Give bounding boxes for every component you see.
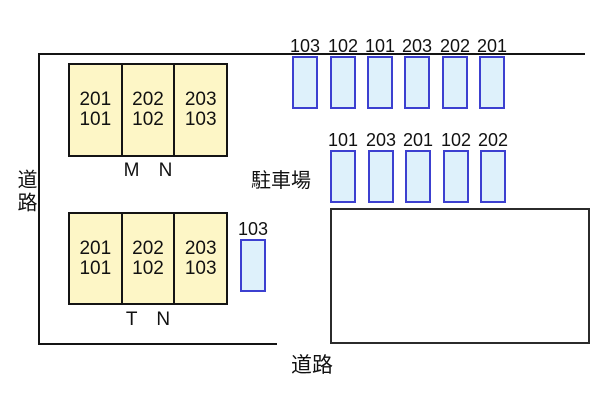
parking-stall: 201 xyxy=(403,131,433,203)
parking-stall-number: 201 xyxy=(402,130,434,150)
building-unit: 203 103 xyxy=(175,214,226,303)
building-unit: 201 101 xyxy=(70,65,123,155)
parking-lot-label: 駐車場 xyxy=(251,170,311,192)
building-unit: 202 102 xyxy=(123,214,176,303)
parking-stall-number: 103 xyxy=(237,219,269,239)
boundary-line-top xyxy=(38,53,585,55)
parking-stall-number: 101 xyxy=(327,130,359,150)
parking-stall: 102 xyxy=(441,131,471,203)
unit-number-lower: 102 xyxy=(132,109,164,130)
building-unit: 202 102 xyxy=(123,65,176,155)
parking-stall-number: 103 xyxy=(289,36,321,56)
parking-stall-number: 202 xyxy=(439,36,471,56)
road-label-left: 道路 xyxy=(14,169,36,215)
building-mn-name: M N xyxy=(123,160,173,181)
parking-stall: 203 xyxy=(366,131,396,203)
parking-stall-number: 201 xyxy=(476,36,508,56)
unlabeled-block xyxy=(330,208,590,344)
parking-stall: 101 xyxy=(328,131,358,203)
unit-number-upper: 203 xyxy=(184,237,217,259)
unit-number-upper: 201 xyxy=(79,89,112,110)
parking-stall: 201 xyxy=(477,37,507,109)
building-unit: 201 101 xyxy=(70,214,123,303)
building-tn: 201 101 202 102 203 103 xyxy=(68,212,228,305)
parking-stall: 203 xyxy=(402,37,432,109)
parking-stall-number: 101 xyxy=(364,36,396,56)
parking-stall-number: 203 xyxy=(401,36,433,56)
parking-stall-number: 102 xyxy=(327,36,359,56)
building-mn: 201 101 202 102 203 103 xyxy=(68,63,228,157)
boundary-line-bottom xyxy=(38,343,277,345)
unit-number-upper: 203 xyxy=(184,89,217,110)
building-tn-name: T N xyxy=(125,309,171,330)
parking-stall: 101 xyxy=(365,37,395,109)
unit-number-upper: 202 xyxy=(132,89,164,110)
unit-number-lower: 102 xyxy=(132,257,164,279)
parking-stall-number: 202 xyxy=(477,130,509,150)
road-label-bottom: 道路 xyxy=(291,354,333,377)
parking-stall: 103 xyxy=(238,220,268,292)
unit-number-lower: 101 xyxy=(79,109,112,130)
parking-stall: 202 xyxy=(440,37,470,109)
unit-number-upper: 202 xyxy=(132,237,164,259)
unit-number-upper: 201 xyxy=(79,237,112,259)
parking-stall: 102 xyxy=(328,37,358,109)
parking-stall-number: 203 xyxy=(365,130,397,150)
parking-stall-number: 102 xyxy=(440,130,472,150)
unit-number-lower: 101 xyxy=(79,257,112,279)
unit-number-lower: 103 xyxy=(184,257,217,279)
parking-stall: 103 xyxy=(290,37,320,109)
parking-stall: 202 xyxy=(478,131,508,203)
building-unit: 203 103 xyxy=(175,65,226,155)
unit-number-lower: 103 xyxy=(184,109,217,130)
boundary-line-left xyxy=(38,53,40,345)
